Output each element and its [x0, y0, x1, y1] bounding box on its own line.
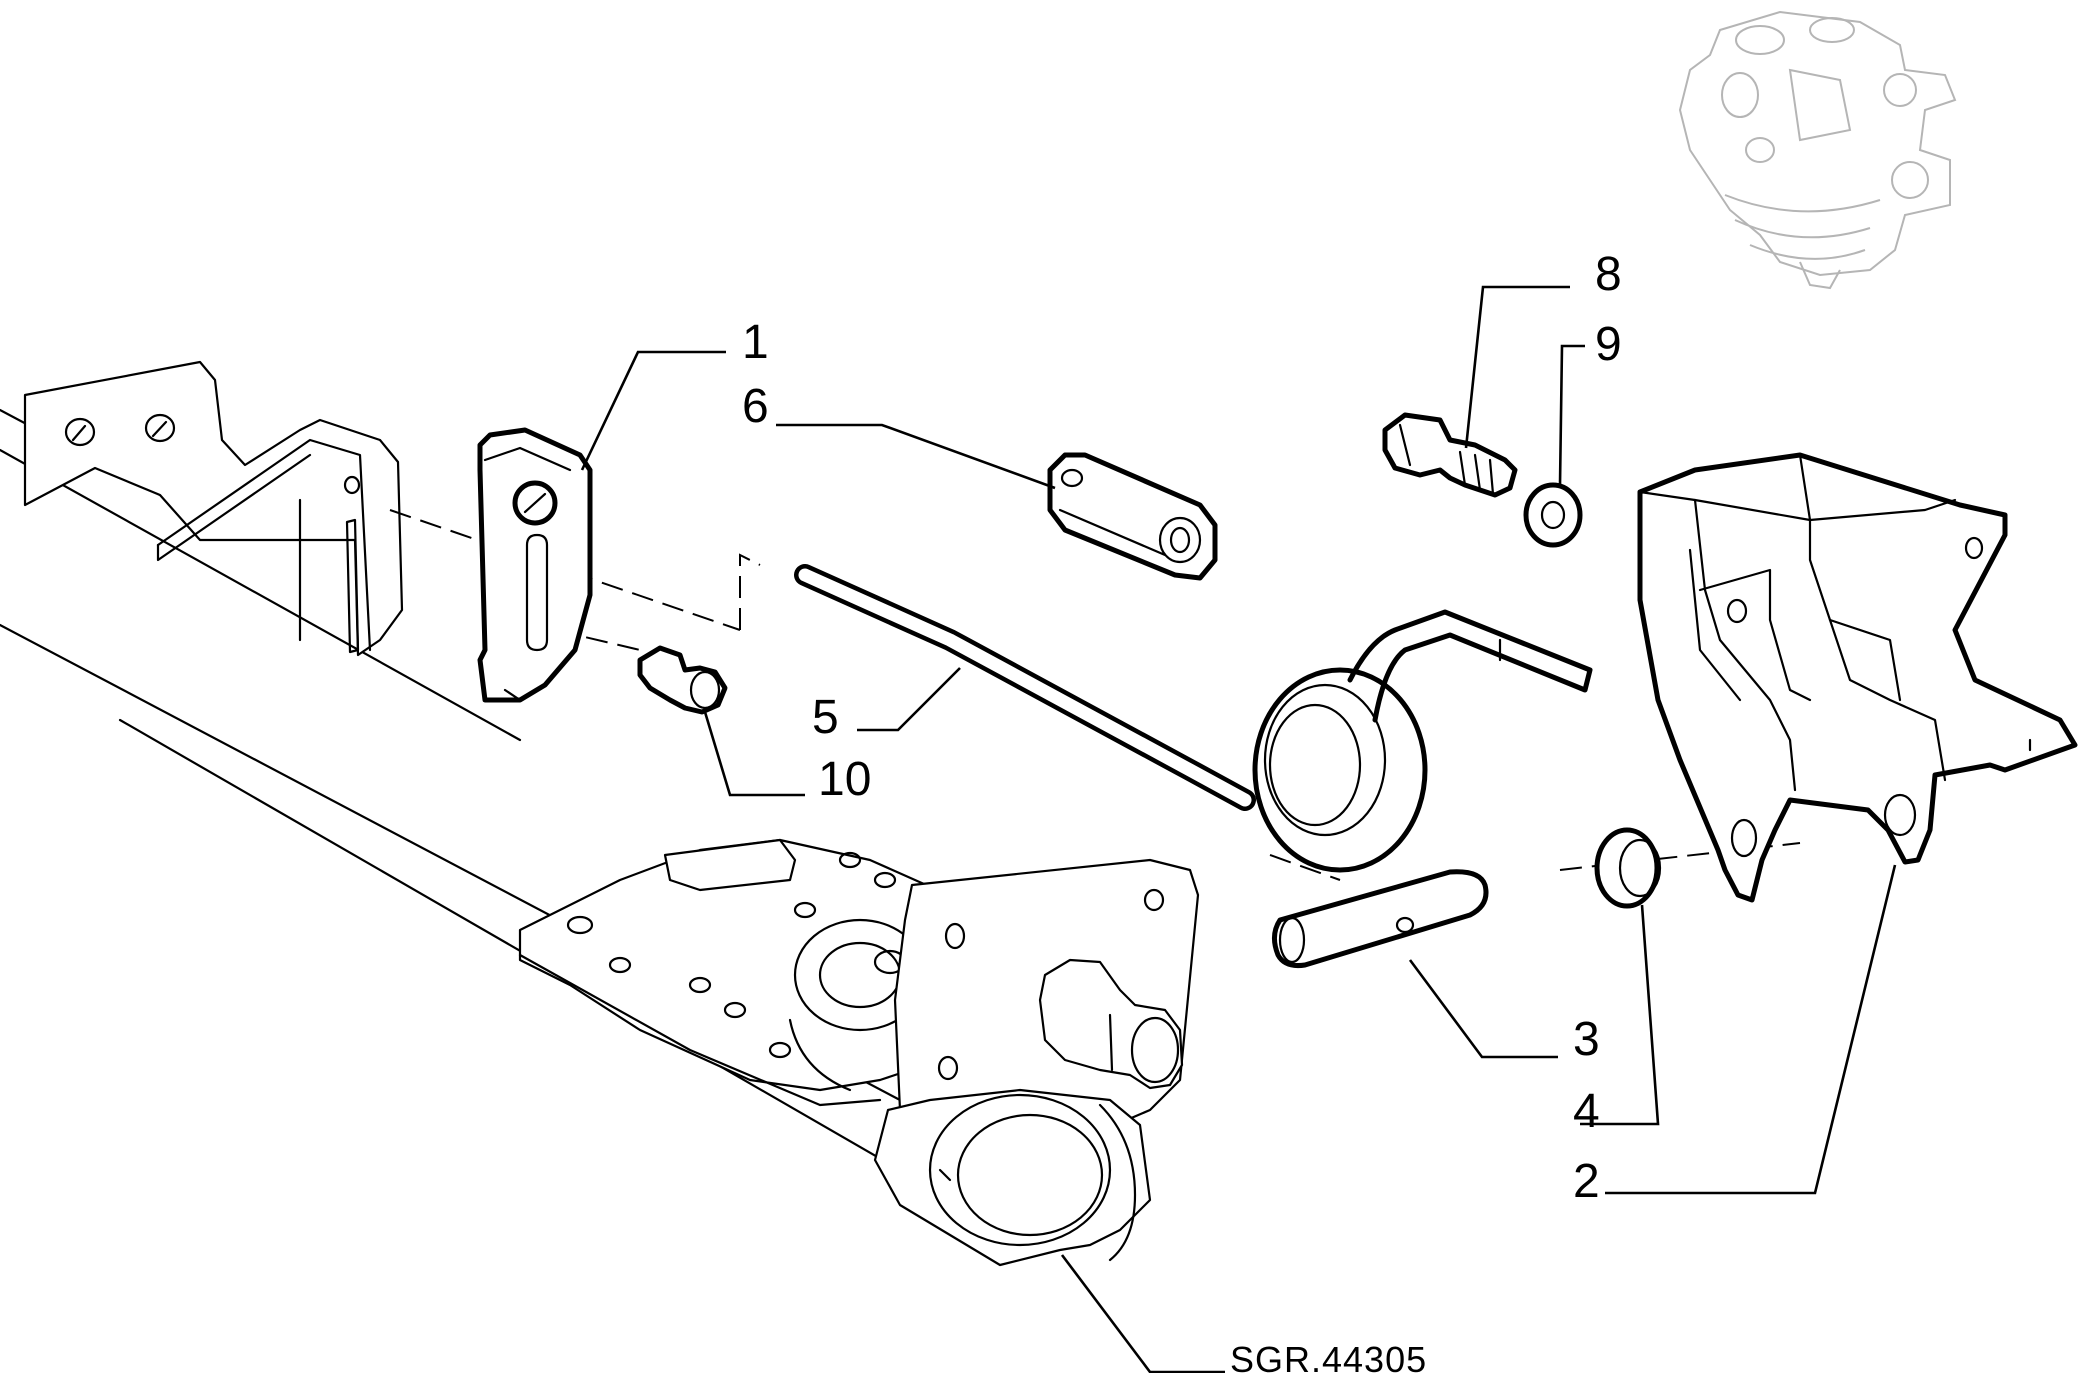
callout-labels: 1 6 5 10 8 9 3 4 2 SGR.44305 — [742, 248, 1622, 1373]
part-6-spacer — [1047, 452, 1218, 581]
part-10-screw — [637, 645, 728, 715]
callout-8: 8 — [1595, 248, 1622, 301]
part-4-bushing — [1594, 827, 1662, 909]
axle-clamp — [873, 1088, 1152, 1267]
callout-3: 3 — [1573, 1013, 1600, 1066]
callout-5: 5 — [812, 691, 839, 744]
part-2-bracket — [1637, 452, 2078, 903]
callout-4: 4 — [1573, 1085, 1600, 1138]
part-1-lever — [477, 427, 593, 703]
assembly-axis-lines — [389, 509, 1801, 881]
callout-2: 2 — [1573, 1155, 1600, 1208]
beam-bracket — [23, 360, 404, 657]
callout-6: 6 — [742, 380, 769, 433]
part-9-washer — [1523, 482, 1583, 548]
leader-lines — [580, 285, 1897, 1373]
pivot-housing — [893, 858, 1200, 1167]
drawing-reference: SGR.44305 — [1230, 1339, 1427, 1373]
part-5-spring — [794, 564, 1593, 873]
part-3-pin — [1272, 869, 1489, 968]
valve-thumbnail — [1678, 10, 1957, 290]
callout-10: 10 — [818, 753, 871, 806]
part-8-bolt — [1382, 412, 1518, 498]
callout-9: 9 — [1595, 318, 1622, 371]
callout-1: 1 — [742, 316, 769, 369]
